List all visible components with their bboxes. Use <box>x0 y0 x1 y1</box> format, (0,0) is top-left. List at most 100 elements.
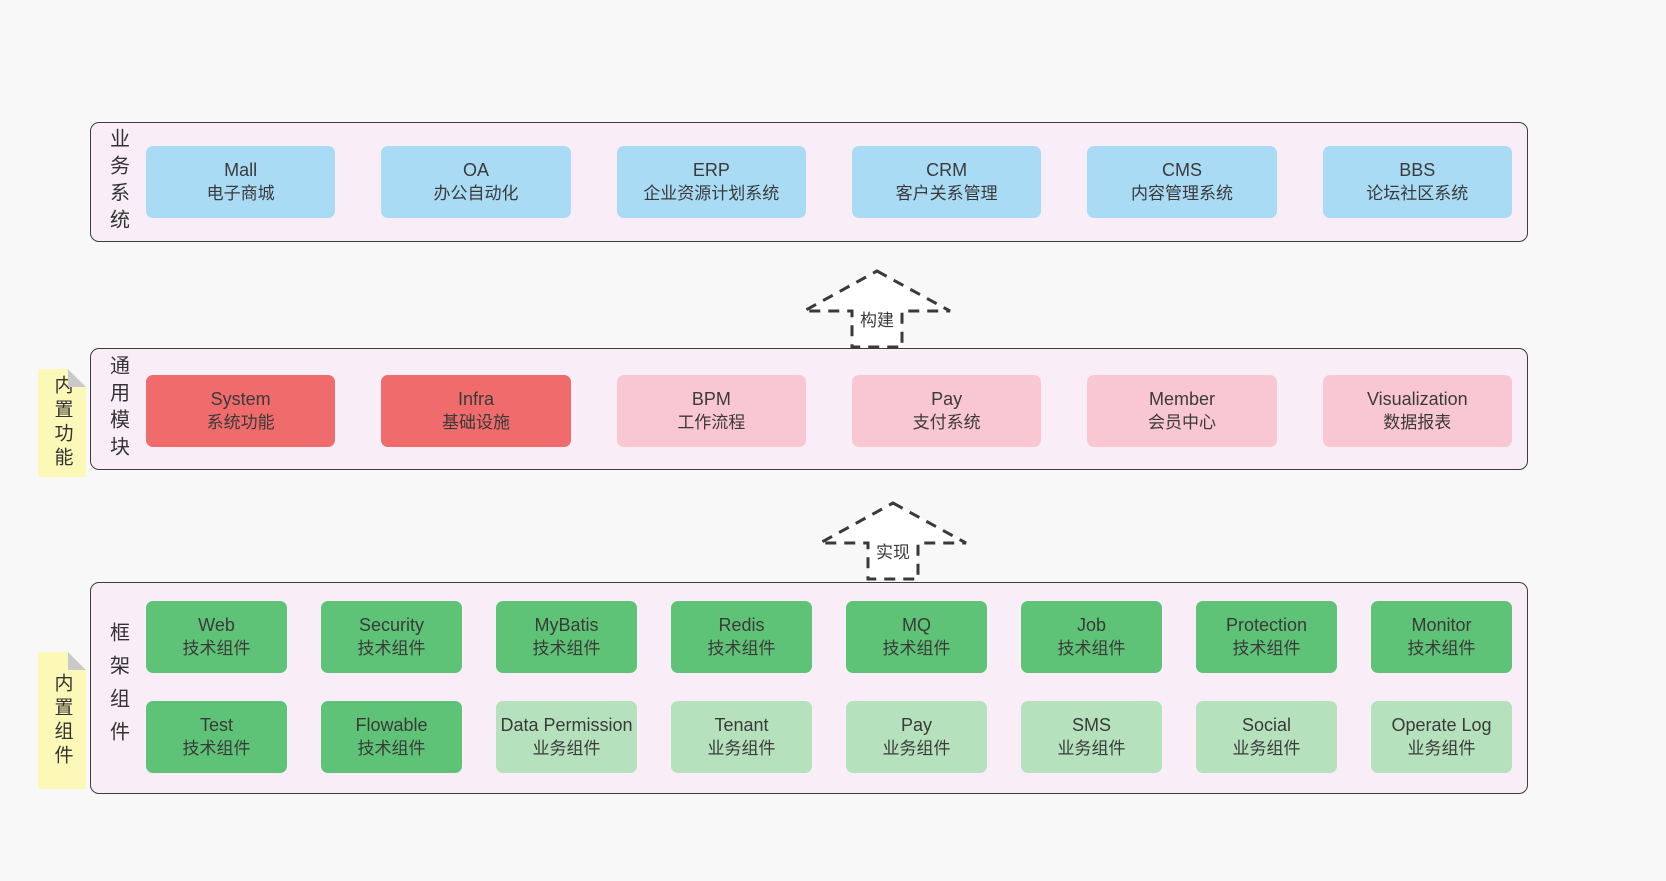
node-monitor: Monitor 技术组件 <box>1371 601 1512 673</box>
node-title: Infra <box>457 389 494 410</box>
layer-framework-components: 框架组件 Web 技术组件 Security 技术组件 MyBatis 技术组件… <box>90 582 1528 794</box>
node-title: Mall <box>224 160 258 181</box>
node-title: MQ <box>902 615 931 636</box>
node-subtitle: 技术组件 <box>182 638 251 658</box>
node-cms: CMS 内容管理系统 <box>1087 146 1277 218</box>
node-subtitle: 支付系统 <box>912 412 981 432</box>
folded-corner-icon <box>68 369 86 387</box>
node-subtitle: 企业资源计划系统 <box>643 183 780 203</box>
node-title: Pay <box>900 715 933 736</box>
node-subtitle: 技术组件 <box>882 638 951 658</box>
node-title: Operate Log <box>1391 715 1492 736</box>
implement-arrow-label: 实现 <box>873 542 913 564</box>
node-subtitle: 客户关系管理 <box>895 183 998 203</box>
node-title: Visualization <box>1366 389 1468 410</box>
node-mall: Mall 电子商城 <box>146 146 336 218</box>
node-subtitle: 系统功能 <box>206 412 275 432</box>
node-pay-system: Pay 支付系统 <box>851 375 1042 447</box>
node-test: Test 技术组件 <box>146 701 287 773</box>
node-title: Redis <box>718 615 765 636</box>
node-subtitle: 业务组件 <box>1057 738 1126 758</box>
node-erp: ERP 企业资源计划系统 <box>616 146 806 218</box>
framework-node-row-1: Web 技术组件 Security 技术组件 MyBatis 技术组件 Redi… <box>146 601 1512 673</box>
node-subtitle: 业务组件 <box>1407 738 1476 758</box>
build-arrow: 构建 <box>797 268 957 350</box>
node-subtitle: 技术组件 <box>357 638 426 658</box>
node-subtitle: 技术组件 <box>532 638 601 658</box>
node-title: SMS <box>1071 715 1111 736</box>
node-subtitle: 工作流程 <box>677 412 746 432</box>
node-subtitle: 技术组件 <box>1057 638 1126 658</box>
node-protection: Protection 技术组件 <box>1196 601 1337 673</box>
node-web: Web 技术组件 <box>146 601 287 673</box>
node-title: Tenant <box>714 715 769 736</box>
layer-label: 业务系统 <box>106 128 129 236</box>
business-node-row: Mall 电子商城 OA 办公自动化 ERP 企业资源计划系统 CRM 客户关系… <box>146 146 1512 218</box>
node-system: System 系统功能 <box>146 375 336 447</box>
node-job: Job 技术组件 <box>1021 601 1162 673</box>
node-title: Member <box>1148 389 1215 410</box>
layer-common-modules: 通用模块 System 系统功能 Infra 基础设施 BPM 工作流程 Pay… <box>90 348 1528 470</box>
node-subtitle: 技术组件 <box>1407 638 1476 658</box>
folded-corner-icon <box>68 652 86 670</box>
node-social: Social 业务组件 <box>1196 701 1337 773</box>
node-subtitle: 论坛社区系统 <box>1366 183 1469 203</box>
node-mq: MQ 技术组件 <box>846 601 987 673</box>
node-title: BPM <box>691 389 731 410</box>
node-title: ERP <box>692 160 730 181</box>
node-subtitle: 数据报表 <box>1383 412 1452 432</box>
node-title: OA <box>462 160 489 181</box>
node-title: Pay <box>931 389 963 410</box>
node-title: Social <box>1241 715 1292 736</box>
note-text: 内置组件 <box>51 672 73 769</box>
node-subtitle: 技术组件 <box>1232 638 1301 658</box>
node-title: Protection <box>1225 615 1308 636</box>
node-subtitle: 业务组件 <box>532 738 601 758</box>
node-crm: CRM 客户关系管理 <box>851 146 1042 218</box>
node-oa: OA 办公自动化 <box>381 146 571 218</box>
node-title: MyBatis <box>534 615 599 636</box>
node-tenant: Tenant 业务组件 <box>671 701 812 773</box>
node-subtitle: 业务组件 <box>1232 738 1301 758</box>
node-redis: Redis 技术组件 <box>671 601 812 673</box>
node-subtitle: 电子商城 <box>206 183 275 203</box>
build-arrow-label: 构建 <box>857 310 897 332</box>
note-text: 内置功能 <box>51 375 73 471</box>
node-bpm: BPM 工作流程 <box>616 375 806 447</box>
layer-label: 框架组件 <box>106 622 129 754</box>
node-subtitle: 技术组件 <box>357 738 426 758</box>
node-operate-log: Operate Log 业务组件 <box>1371 701 1512 773</box>
node-sms: SMS 业务组件 <box>1021 701 1162 773</box>
node-title: Flowable <box>355 715 428 736</box>
node-infra: Infra 基础设施 <box>381 375 571 447</box>
node-security: Security 技术组件 <box>321 601 462 673</box>
modules-node-row: System 系统功能 Infra 基础设施 BPM 工作流程 Pay 支付系统… <box>146 375 1512 447</box>
node-title: Security <box>358 615 425 636</box>
node-title: Test <box>199 715 233 736</box>
up-arrow-icon <box>803 269 951 349</box>
node-subtitle: 业务组件 <box>707 738 776 758</box>
node-title: Web <box>198 615 235 636</box>
node-subtitle: 会员中心 <box>1147 412 1216 432</box>
node-mybatis: MyBatis 技术组件 <box>496 601 637 673</box>
node-title: Data Permission <box>500 715 633 736</box>
node-title: Monitor <box>1411 615 1472 636</box>
node-subtitle: 内容管理系统 <box>1130 183 1233 203</box>
node-data-permission: Data Permission 业务组件 <box>496 701 637 773</box>
node-flowable: Flowable 技术组件 <box>321 701 462 773</box>
node-bbs: BBS 论坛社区系统 <box>1322 146 1512 218</box>
note-built-in-features: 内置功能 <box>38 369 86 477</box>
note-built-in-components: 内置组件 <box>38 652 86 789</box>
layer-business-systems: 业务系统 Mall 电子商城 OA 办公自动化 ERP 企业资源计划系统 CRM… <box>90 122 1528 242</box>
up-arrow-icon <box>819 501 967 581</box>
node-title: CRM <box>926 160 968 181</box>
node-visualization: Visualization 数据报表 <box>1322 375 1512 447</box>
node-member: Member 会员中心 <box>1087 375 1277 447</box>
implement-arrow: 实现 <box>813 500 973 582</box>
node-subtitle: 办公自动化 <box>433 183 519 203</box>
node-subtitle: 技术组件 <box>707 638 776 658</box>
node-title: System <box>210 389 271 410</box>
framework-node-row-2: Test 技术组件 Flowable 技术组件 Data Permission … <box>146 701 1512 773</box>
node-pay-component: Pay 业务组件 <box>846 701 987 773</box>
node-subtitle: 基础设施 <box>441 412 510 432</box>
